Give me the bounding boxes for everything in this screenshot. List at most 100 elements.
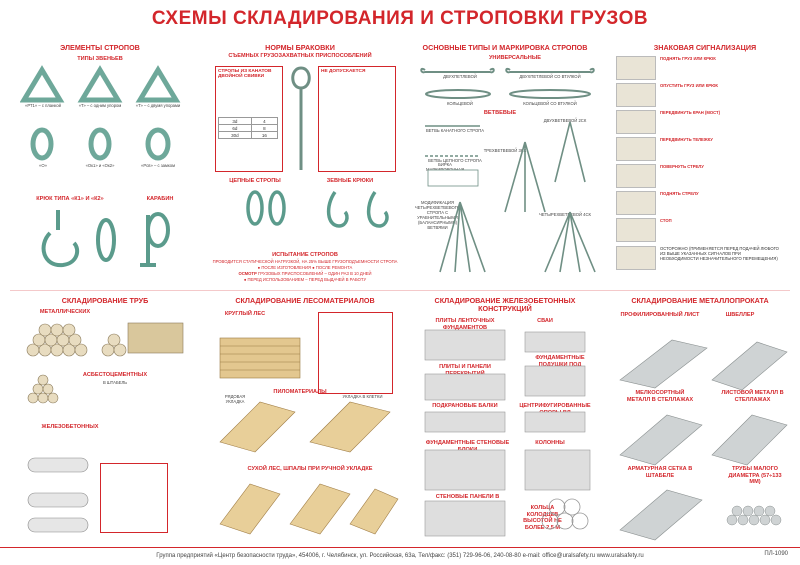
signals-title: ЗНАКОВАЯ СИГНАЛИЗАЦИЯ xyxy=(653,43,757,52)
signal-row: ОПУСТИТЬ ГРУЗ ИЛИ КРЮК xyxy=(616,83,786,107)
two-branch-label: ДВУХВЕТВЕВОЙ 2СК xyxy=(543,118,587,123)
concrete-item-1: ПЛИТЫ ЛЕНТОЧНЫХ ФУНДАМЕНТОВ xyxy=(435,318,495,331)
rejection-title: НОРМЫ БРАКОВКИ xyxy=(265,43,335,52)
hooks-label: ЗЕВНЫЕ КРЮКИ xyxy=(326,178,374,184)
signal-row: ПОДНЯТЬ ГРУЗ ИЛИ КРЮК xyxy=(616,56,786,80)
inspect-line: ОСМОТР ГРУЗОВЫХ ПРИСПОСОБЛЕНИЙ – ОДИН РА… xyxy=(208,271,402,276)
signal-image xyxy=(616,246,656,270)
test-text-1: ПРОВОДИТСЯ СТАТИЧЕСКОЙ НАГРУЗКОЙ, НА 25%… xyxy=(212,259,398,264)
link-label-3: «Т» – с двумя упорами xyxy=(135,103,181,108)
rope-loop-illustration xyxy=(291,66,311,170)
universal-slings-illustration xyxy=(420,67,595,99)
divider xyxy=(10,290,790,291)
sling-links-illustration xyxy=(20,65,181,161)
sling-label-1: ДВУХПЕТЛЕВОЙ xyxy=(443,74,477,79)
branches-label: ВЕТВЕВЫЕ xyxy=(483,110,517,116)
signal-label: ПОДНЯТЬ СТРЕЛУ xyxy=(660,191,699,196)
signal-image xyxy=(616,164,656,188)
links-title: ТИПЫ ЗВЕНЬЕВ xyxy=(77,56,123,62)
metal-item-5: АРМАТУРНАЯ СЕТКА В ШТАБЕЛЕ xyxy=(627,466,693,479)
metal-item-1: ПРОФИЛИРОВАННЫЙ ЛИСТ xyxy=(620,312,700,318)
four-branch-label: ЧЕТЫРЕХВЕТВЕВОЙ 4СК xyxy=(539,212,591,217)
elements-title: ЭЛЕМЕНТЫ СТРОПОВ xyxy=(60,43,140,52)
inspect-label: ОСМОТР xyxy=(238,271,257,276)
sling-label-4: КОЛЬЦЕВОЙ СО ВТУЛКОЙ xyxy=(523,101,577,106)
pipes-table-box xyxy=(100,463,168,533)
rope-rejection-head: СТРОПЫ ИЗ КАНАТОВ ДВОЙНОЙ СВИВКИ xyxy=(218,69,272,79)
signal-image xyxy=(616,83,656,107)
metal-item-3: МЕЛКОСОРТНЫЙ МЕТАЛЛ В СТЕЛЛАЖАХ xyxy=(626,390,694,403)
concrete-illustration xyxy=(424,329,591,537)
sling-label-3: КОЛЬЦЕВОЙ xyxy=(447,101,473,106)
signal-image xyxy=(616,191,656,215)
metal-title: СКЛАДИРОВАНИЕ МЕТАЛЛОПРОКАТА xyxy=(631,296,769,305)
concrete-item-10: КОЛЬЦА КОЛОДЦЕВ ВЫСОТОЙ НЕ БОЛЕЕ 2,5 м xyxy=(523,505,562,531)
link-label-5: «Ок1» и «Ок2» xyxy=(85,163,115,168)
table-cell: 30d xyxy=(218,131,252,139)
signal-note: ОСТОРОЖНО (ПРИМЕНЯЕТСЯ ПЕРЕД ПОДАЧЕЙ ЛЮБ… xyxy=(660,246,779,261)
stack-label: В ШТАБЕЛЬ xyxy=(102,380,128,385)
signal-row: ПЕРЕДВИНУТЬ ТЕЛЕЖКУ xyxy=(616,137,786,161)
test-title: ИСПЫТАНИЕ СТРОПОВ xyxy=(272,252,338,258)
sling-types-title: ОСНОВНЫЕ ТИПЫ И МАРКИРОВКА СТРОПОВ xyxy=(422,43,588,52)
signal-image xyxy=(616,218,656,242)
pipes-illustration xyxy=(26,322,184,533)
universal-label: УНИВЕРСАЛЬНЫЕ xyxy=(488,55,542,61)
table-cell: 16 xyxy=(250,131,279,139)
round-timber-illustration xyxy=(219,337,301,379)
pipes-title: СКЛАДИРОВАНИЕ ТРУБ xyxy=(61,296,149,305)
signal-image xyxy=(616,137,656,161)
timber-note-box xyxy=(318,312,393,394)
rope-branch-label: ВЕТВЬ КАНАТНОГО СТРОПА xyxy=(425,128,485,133)
link-label-4: «О» xyxy=(39,163,47,168)
dry-timber-illustration xyxy=(219,483,399,535)
signal-label: СТОП xyxy=(660,218,672,223)
inspect-text: ГРУЗОВЫХ ПРИСПОСОБЛЕНИЙ – ОДИН РАЗ В 10 … xyxy=(257,271,372,276)
rejection-subtitle: СЪЕМНЫХ ГРУЗОЗАХВАТНЫХ ПРИСПОСОБЛЕНИЙ xyxy=(228,53,372,59)
concrete-pipes-label: ЖЕЛЕЗОБЕТОННЫХ xyxy=(41,424,99,430)
signal-label: ПЕРЕДВИНУТЬ КРАН (МОСТ) xyxy=(660,110,720,115)
dry-timber-label: СУХОЙ ЛЕС, ШПАЛЫ ПРИ РУЧНОЙ УКЛАДКЕ xyxy=(247,466,373,472)
table-cell: 6d xyxy=(218,124,252,132)
signal-row: ПОДНЯТЬ СТРЕЛУ xyxy=(616,191,786,215)
three-branch-label: ТРЕХВЕТВЕВОЙ 3СК xyxy=(483,148,527,153)
signal-row: ОСТОРОЖНО (ПРИМЕНЯЕТСЯ ПЕРЕД ПОДАЧЕЙ ЛЮБ… xyxy=(616,246,786,270)
signal-label: ПЕРЕДВИНУТЬ ТЕЛЕЖКУ xyxy=(660,137,713,142)
concrete-item-8: КОЛОННЫ xyxy=(535,440,565,446)
poster-code: ПЛ-1090 xyxy=(764,551,788,557)
not-allowed-head: НЕ ДОПУСКАЕТСЯ xyxy=(321,69,366,74)
inspect-text-2: ● ПЕРЕД ИСПОЛЬЗОВАНИЕМ – ПЕРЕД ВЫДАЧЕЙ В… xyxy=(243,277,367,282)
link-label-1: «РТ1» – с планкой xyxy=(25,103,61,108)
signal-label: ПОДНЯТЬ ГРУЗ ИЛИ КРЮК xyxy=(660,56,716,61)
row-stacking-label: РЯДОВАЯ УКЛАДКА xyxy=(224,394,246,404)
hook-carbine-illustration xyxy=(41,210,170,268)
metal-illustration xyxy=(619,339,788,541)
tag-label: БИРКА МАРКИРОВОЧНАЯ xyxy=(426,162,464,172)
chain-branch-label: ВЕТВЬ ЦЕПНОГО СТРОПА xyxy=(428,158,482,163)
signal-image xyxy=(616,56,656,80)
cage-stacking-label: УКЛАДКА В КЛЕТКИ xyxy=(342,394,383,399)
sling-label-2: ДВУХПЕТЛЕВОЙ СО ВТУЛКОЙ xyxy=(519,74,581,79)
chain-slings-label: ЦЕПНЫЕ СТРОПЫ xyxy=(229,178,281,184)
timber-title: СКЛАДИРОВАНИЕ ЛЕСОМАТЕРИАЛОВ xyxy=(235,296,375,305)
table-cell: 4 xyxy=(250,117,279,125)
link-label-2: «Т» – с одним упором xyxy=(78,103,122,108)
not-allowed-box: НЕ ДОПУСКАЕТСЯ xyxy=(318,66,396,172)
page-title: СХЕМЫ СКЛАДИРОВАНИЯ И СТРОПОВКИ ГРУЗОВ xyxy=(151,8,649,29)
signal-row: СТОП xyxy=(616,218,786,242)
metal-item-2: ШВЕЛЛЕР xyxy=(725,312,755,318)
table-cell: 8 xyxy=(250,124,279,132)
concrete-item-2: СВАИ xyxy=(537,318,553,324)
concrete-item-7: ФУНДАМЕНТНЫЕ СТЕНОВЫЕ БЛОКИ xyxy=(425,440,510,453)
asbestos-pipes-label: АСБЕСТОЦЕМЕНТНЫХ xyxy=(82,372,148,378)
footer-contacts: Группа предприятий «Центр безопасности т… xyxy=(0,547,800,565)
modification-label: МОДИФИКАЦИЯ ЧЕТЫРЕХВЕТВЕВОГО СТРОПА С УР… xyxy=(414,200,461,230)
concrete-item-5: ПОДКРАНОВЫЕ БАЛКИ xyxy=(432,403,498,409)
signal-row: ПЕРЕДВИНУТЬ КРАН (МОСТ) xyxy=(616,110,786,134)
signal-label: ОПУСТИТЬ ГРУЗ ИЛИ КРЮК xyxy=(660,83,718,88)
